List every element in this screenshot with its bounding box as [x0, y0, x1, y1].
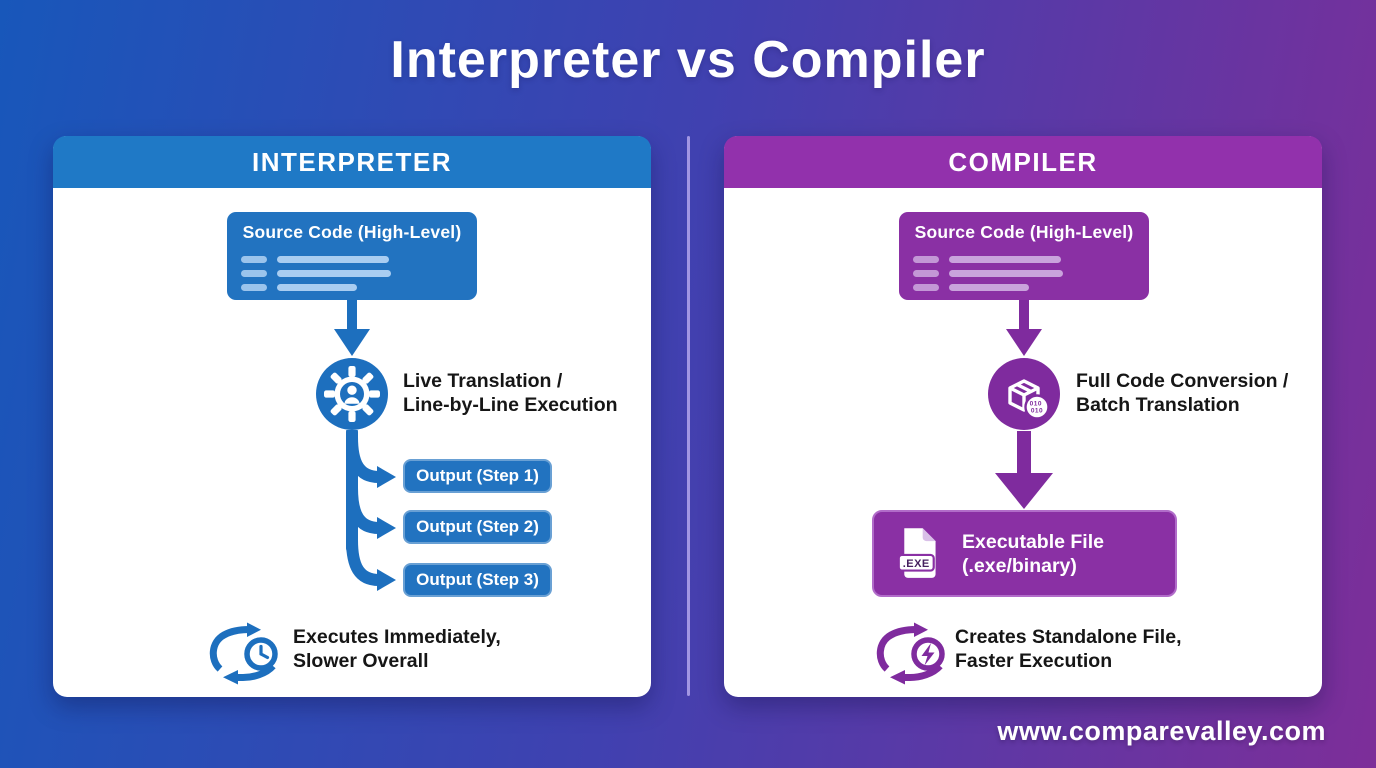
down-arrow-icon	[995, 431, 1053, 509]
compiler-process-label: Full Code Conversion / Batch Translation	[1076, 369, 1288, 417]
source-box-title: Source Code (High-Level)	[242, 222, 462, 242]
down-arrow-icon	[1006, 300, 1042, 356]
gear-user-icon	[316, 358, 388, 430]
process-line-2: Batch Translation	[1076, 394, 1240, 416]
down-arrow-icon	[334, 300, 370, 356]
code-lines	[241, 256, 391, 291]
exe-badge: .EXE	[903, 557, 930, 569]
cycle-clock-icon	[209, 622, 278, 685]
compiler-summary-label: Creates Standalone File, Faster Executio…	[955, 625, 1182, 673]
interpreter-summary-label: Executes Immediately, Slower Overall	[293, 625, 501, 673]
exe-file-icon: .EXE	[897, 527, 936, 578]
code-line	[913, 270, 1063, 277]
page-title: Interpreter vs Compiler	[390, 31, 986, 89]
summary-line-2: Slower Overall	[293, 650, 429, 672]
cycle-lightning-icon	[876, 622, 945, 685]
interpreter-panel: INTERPRETER Source Code (High-Level)	[53, 136, 651, 697]
code-lines	[913, 256, 1063, 291]
output-step-box: Output (Step 3)	[403, 563, 552, 597]
interpreter-process-label: Live Translation / Line-by-Line Executio…	[403, 369, 618, 417]
code-line	[241, 270, 391, 277]
compiler-source-code-box: Source Code (High-Level)	[899, 212, 1149, 300]
compiler-panel-header: COMPILER	[724, 136, 1322, 188]
website-url: www.comparevalley.com	[997, 716, 1326, 746]
code-line	[913, 284, 1063, 291]
output-step-box: Output (Step 2)	[403, 510, 552, 544]
executable-file-label: Executable File (.exe/binary)	[962, 530, 1104, 578]
interpreter-panel-header: INTERPRETER	[53, 136, 651, 188]
code-line	[241, 256, 391, 263]
output-step-box: Output (Step 1)	[403, 459, 552, 493]
executable-file-box: .EXE Executable File (.exe/binary)	[872, 510, 1177, 597]
panel-divider	[687, 136, 690, 696]
code-line	[913, 256, 1063, 263]
summary-line-1: Executes Immediately,	[293, 626, 501, 648]
process-line-2: Line-by-Line Execution	[403, 394, 618, 416]
exe-line-2: (.exe/binary)	[962, 554, 1077, 577]
summary-line-2: Faster Execution	[955, 650, 1113, 672]
interpreter-source-code-box: Source Code (High-Level)	[227, 212, 477, 300]
source-box-title: Source Code (High-Level)	[914, 222, 1134, 242]
binary-digits: 010 010	[1030, 401, 1045, 415]
compiler-panel: COMPILER Source Code (High-Level) 010 01…	[724, 136, 1322, 697]
package-binary-icon: 010 010	[988, 358, 1060, 430]
branch-arrows-icon	[346, 430, 396, 591]
exe-line-1: Executable File	[962, 530, 1104, 553]
process-line-1: Full Code Conversion /	[1076, 370, 1289, 392]
code-line	[241, 284, 391, 291]
summary-line-1: Creates Standalone File,	[955, 626, 1182, 648]
process-line-1: Live Translation /	[403, 370, 563, 392]
